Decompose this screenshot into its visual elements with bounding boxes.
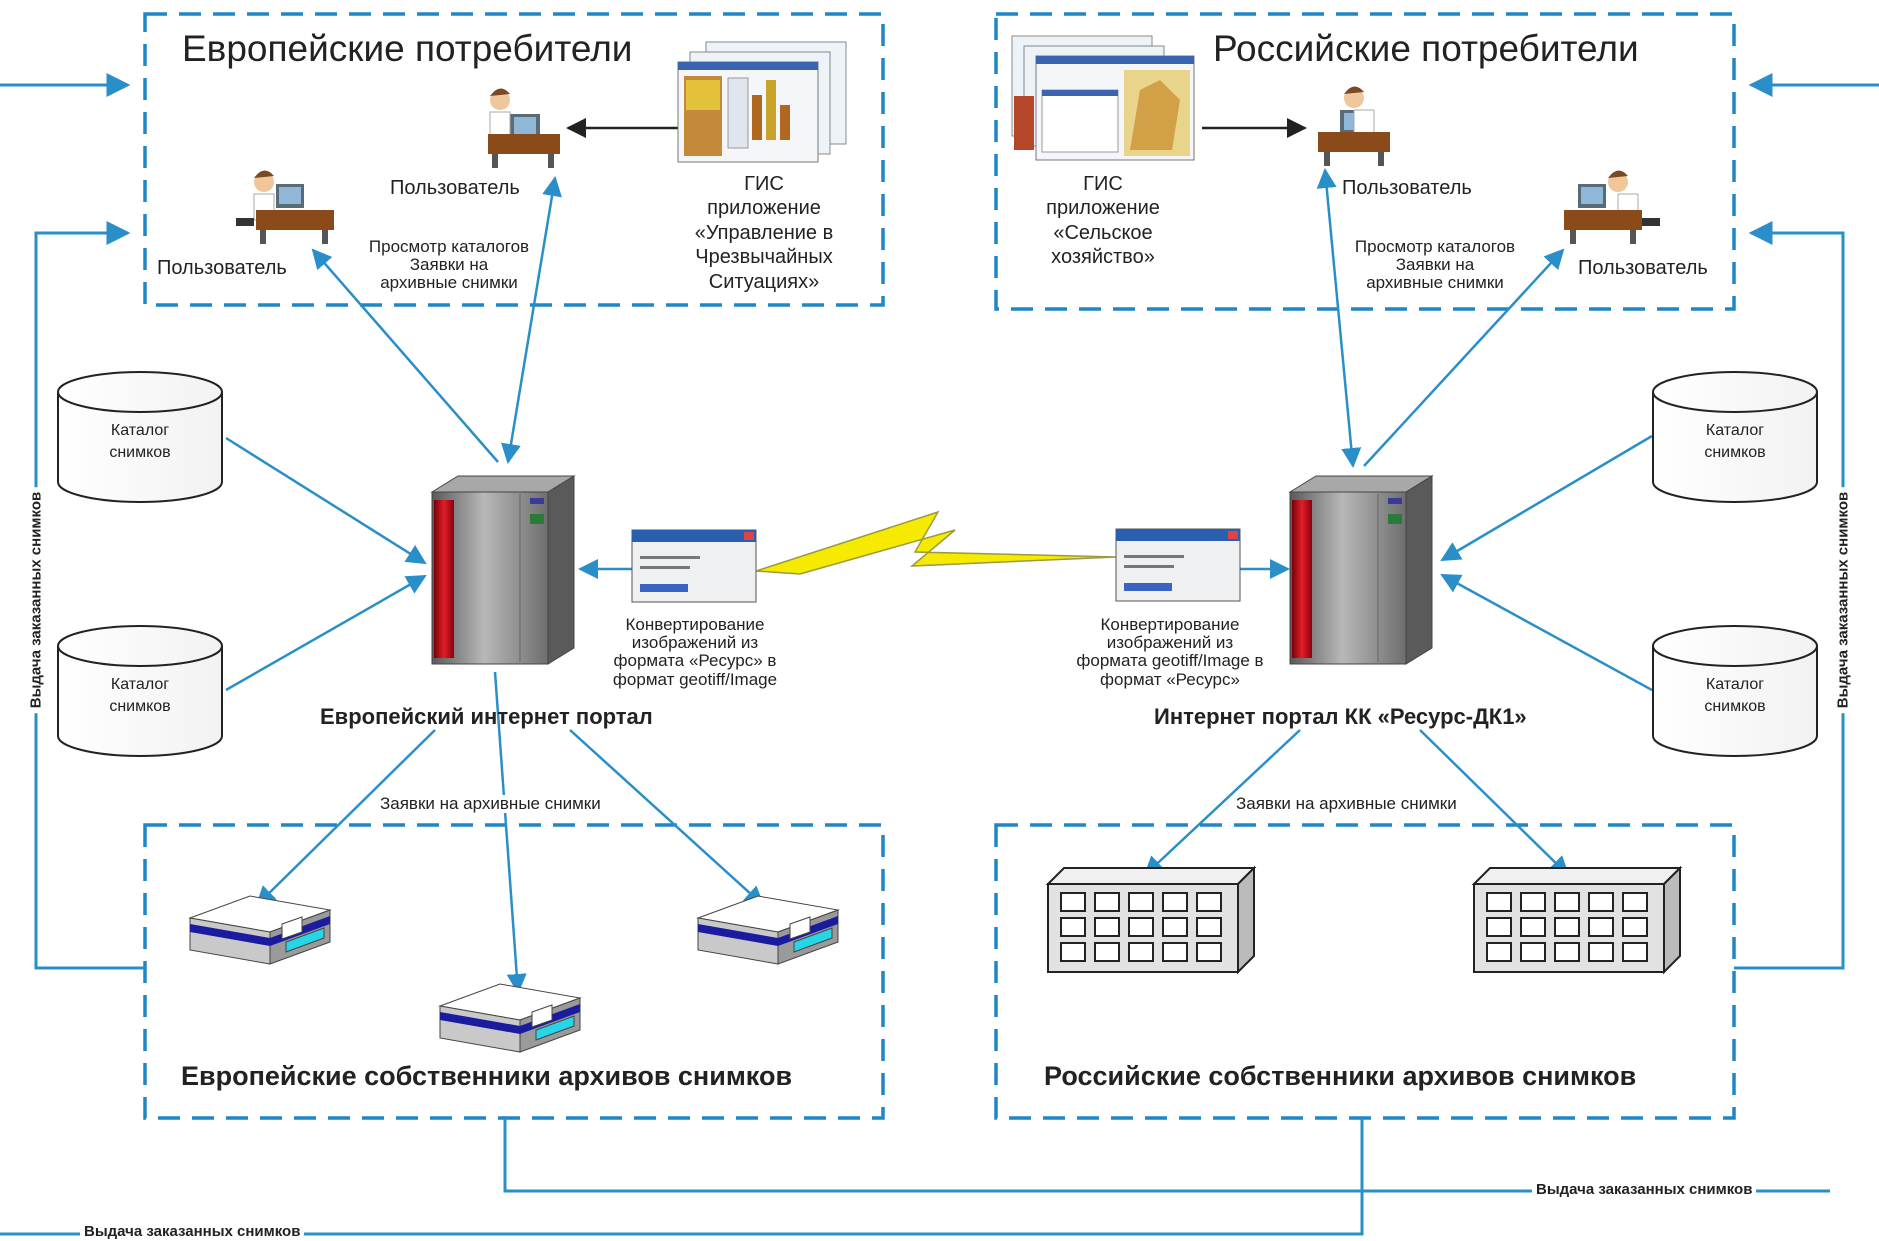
ru-user-right — [1564, 170, 1660, 244]
arrow-eu-cat2-portal — [225, 574, 427, 692]
eu-archive-3 — [696, 895, 840, 965]
eu-archive-2 — [438, 983, 582, 1053]
archive-window — [1196, 892, 1222, 912]
delivery-label-bottom-right: Выдача заказанных снимков — [1532, 1181, 1757, 1199]
arrow-ru-portal-arch1 — [1143, 729, 1301, 877]
archive-window — [1486, 942, 1512, 962]
archive-window — [1486, 917, 1512, 937]
arrow-eu-portal-arch3 — [569, 729, 765, 907]
archive-window — [1520, 892, 1546, 912]
eu-requests-label: Заявки на архивные снимки — [377, 794, 604, 814]
eu-catalog-cylinder-1 — [57, 371, 223, 503]
archive-window — [1622, 917, 1648, 937]
ru-user-top-label: Пользователь — [1342, 177, 1472, 199]
delivery-line-right — [1734, 221, 1845, 970]
archive-window — [1094, 942, 1120, 962]
archive-window — [1162, 892, 1188, 912]
ru-archive-building-2 — [1471, 865, 1683, 975]
archive-window — [1554, 942, 1580, 962]
delivery-label-bottom-left: Выдача заказанных снимков — [80, 1223, 305, 1241]
eu-owners-title: Европейские собственники архивов снимков — [181, 1061, 793, 1091]
archive-window — [1520, 917, 1546, 937]
ru-user-right-label: Пользователь — [1578, 257, 1708, 279]
archive-window — [1162, 917, 1188, 937]
ru-consumers-title: Российские потребители — [1213, 28, 1639, 69]
eu-archive-1 — [188, 895, 332, 965]
arrow-ru-cat2-portal — [1440, 573, 1653, 692]
eu-portal-server — [430, 475, 576, 665]
arrow-ru-user-portal — [1316, 168, 1362, 468]
archive-window — [1622, 942, 1648, 962]
archive-window — [1128, 942, 1154, 962]
arrow-eu-portal-arch2 — [493, 671, 527, 994]
lightning-link — [755, 510, 1117, 575]
archive-window — [1588, 892, 1614, 912]
delivery-label-left-vertical: Выдача заказанных снимков — [27, 486, 45, 714]
ru-converter-dialog — [1115, 528, 1241, 602]
archive-window — [1060, 917, 1086, 937]
eu-user-top-label: Пользователь — [390, 177, 520, 199]
ru-browse-label: Просмотр каталогов Заявки на архивные сн… — [1354, 237, 1516, 293]
delivery-line-bottom2 — [0, 1118, 1364, 1236]
eu-converter-dialog — [631, 529, 757, 603]
archive-window — [1094, 917, 1120, 937]
ru-catalog-cylinder-2 — [1652, 625, 1818, 757]
ru-owners-title: Российские собственники архивов снимков — [1044, 1061, 1637, 1091]
ru-gis-screens — [1011, 35, 1195, 161]
archive-window — [1622, 892, 1648, 912]
eu-gis-screens — [677, 41, 847, 163]
archive-window — [1060, 942, 1086, 962]
eu-user-left-label: Пользователь — [157, 257, 287, 279]
ru-gis-label: ГИС приложение «Сельское хозяйство» — [1046, 173, 1160, 269]
ru-catalog-cylinder-1 — [1652, 371, 1818, 503]
eu-consumers-title: Европейские потребители — [182, 28, 633, 69]
arrow-ru-user2-portal — [1363, 248, 1565, 467]
arrow-eu-portal-arch1 — [255, 729, 436, 907]
arrow-eu-user-portal — [501, 176, 562, 464]
eu-portal-name: Европейский интернет портал — [320, 704, 653, 729]
arrow-eu-user2-portal — [311, 248, 499, 463]
archive-window — [1162, 942, 1188, 962]
arrow-ru-portal-arch2 — [1419, 729, 1570, 877]
eu-convert-label: Конвертирование изображений из формата «… — [612, 615, 778, 689]
delivery-label-right-vertical: Выдача заказанных снимков — [1834, 486, 1852, 714]
delivery-line-left — [34, 221, 145, 970]
ru-user-top — [1318, 86, 1390, 166]
archive-window — [1196, 917, 1222, 937]
eu-owners-box — [143, 823, 885, 1120]
arrow-eu-cat1-portal — [225, 436, 427, 565]
eu-user-left — [236, 170, 334, 244]
arrow-ru-cat1-portal — [1440, 434, 1653, 562]
ru-portal-name: Интернет портал КК «Ресурс-ДК1» — [1154, 704, 1527, 729]
ru-requests-label: Заявки на архивные снимки — [1233, 794, 1460, 814]
archive-window — [1486, 892, 1512, 912]
ru-convert-label: Конвертирование изображений из формата g… — [1076, 615, 1264, 689]
eu-browse-label: Просмотр каталогов Заявки на архивные сн… — [368, 237, 530, 293]
archive-window — [1060, 892, 1086, 912]
archive-window — [1520, 942, 1546, 962]
ru-archive-building-1 — [1045, 865, 1257, 975]
eu-user-top — [488, 88, 560, 168]
archive-window — [1094, 892, 1120, 912]
archive-window — [1554, 892, 1580, 912]
archive-window — [1128, 917, 1154, 937]
archive-window — [1196, 942, 1222, 962]
eu-gis-label: ГИС приложение «Управление в Чрезвычайны… — [694, 173, 834, 293]
archive-window — [1554, 917, 1580, 937]
archive-window — [1128, 892, 1154, 912]
ru-owners-box — [994, 823, 1736, 1120]
archive-window — [1588, 942, 1614, 962]
ru-consumers-box — [994, 12, 1736, 311]
archive-window — [1588, 917, 1614, 937]
ru-portal-server — [1288, 475, 1434, 665]
eu-catalog-cylinder-2 — [57, 625, 223, 757]
delivery-line-bottom — [503, 1118, 1830, 1193]
